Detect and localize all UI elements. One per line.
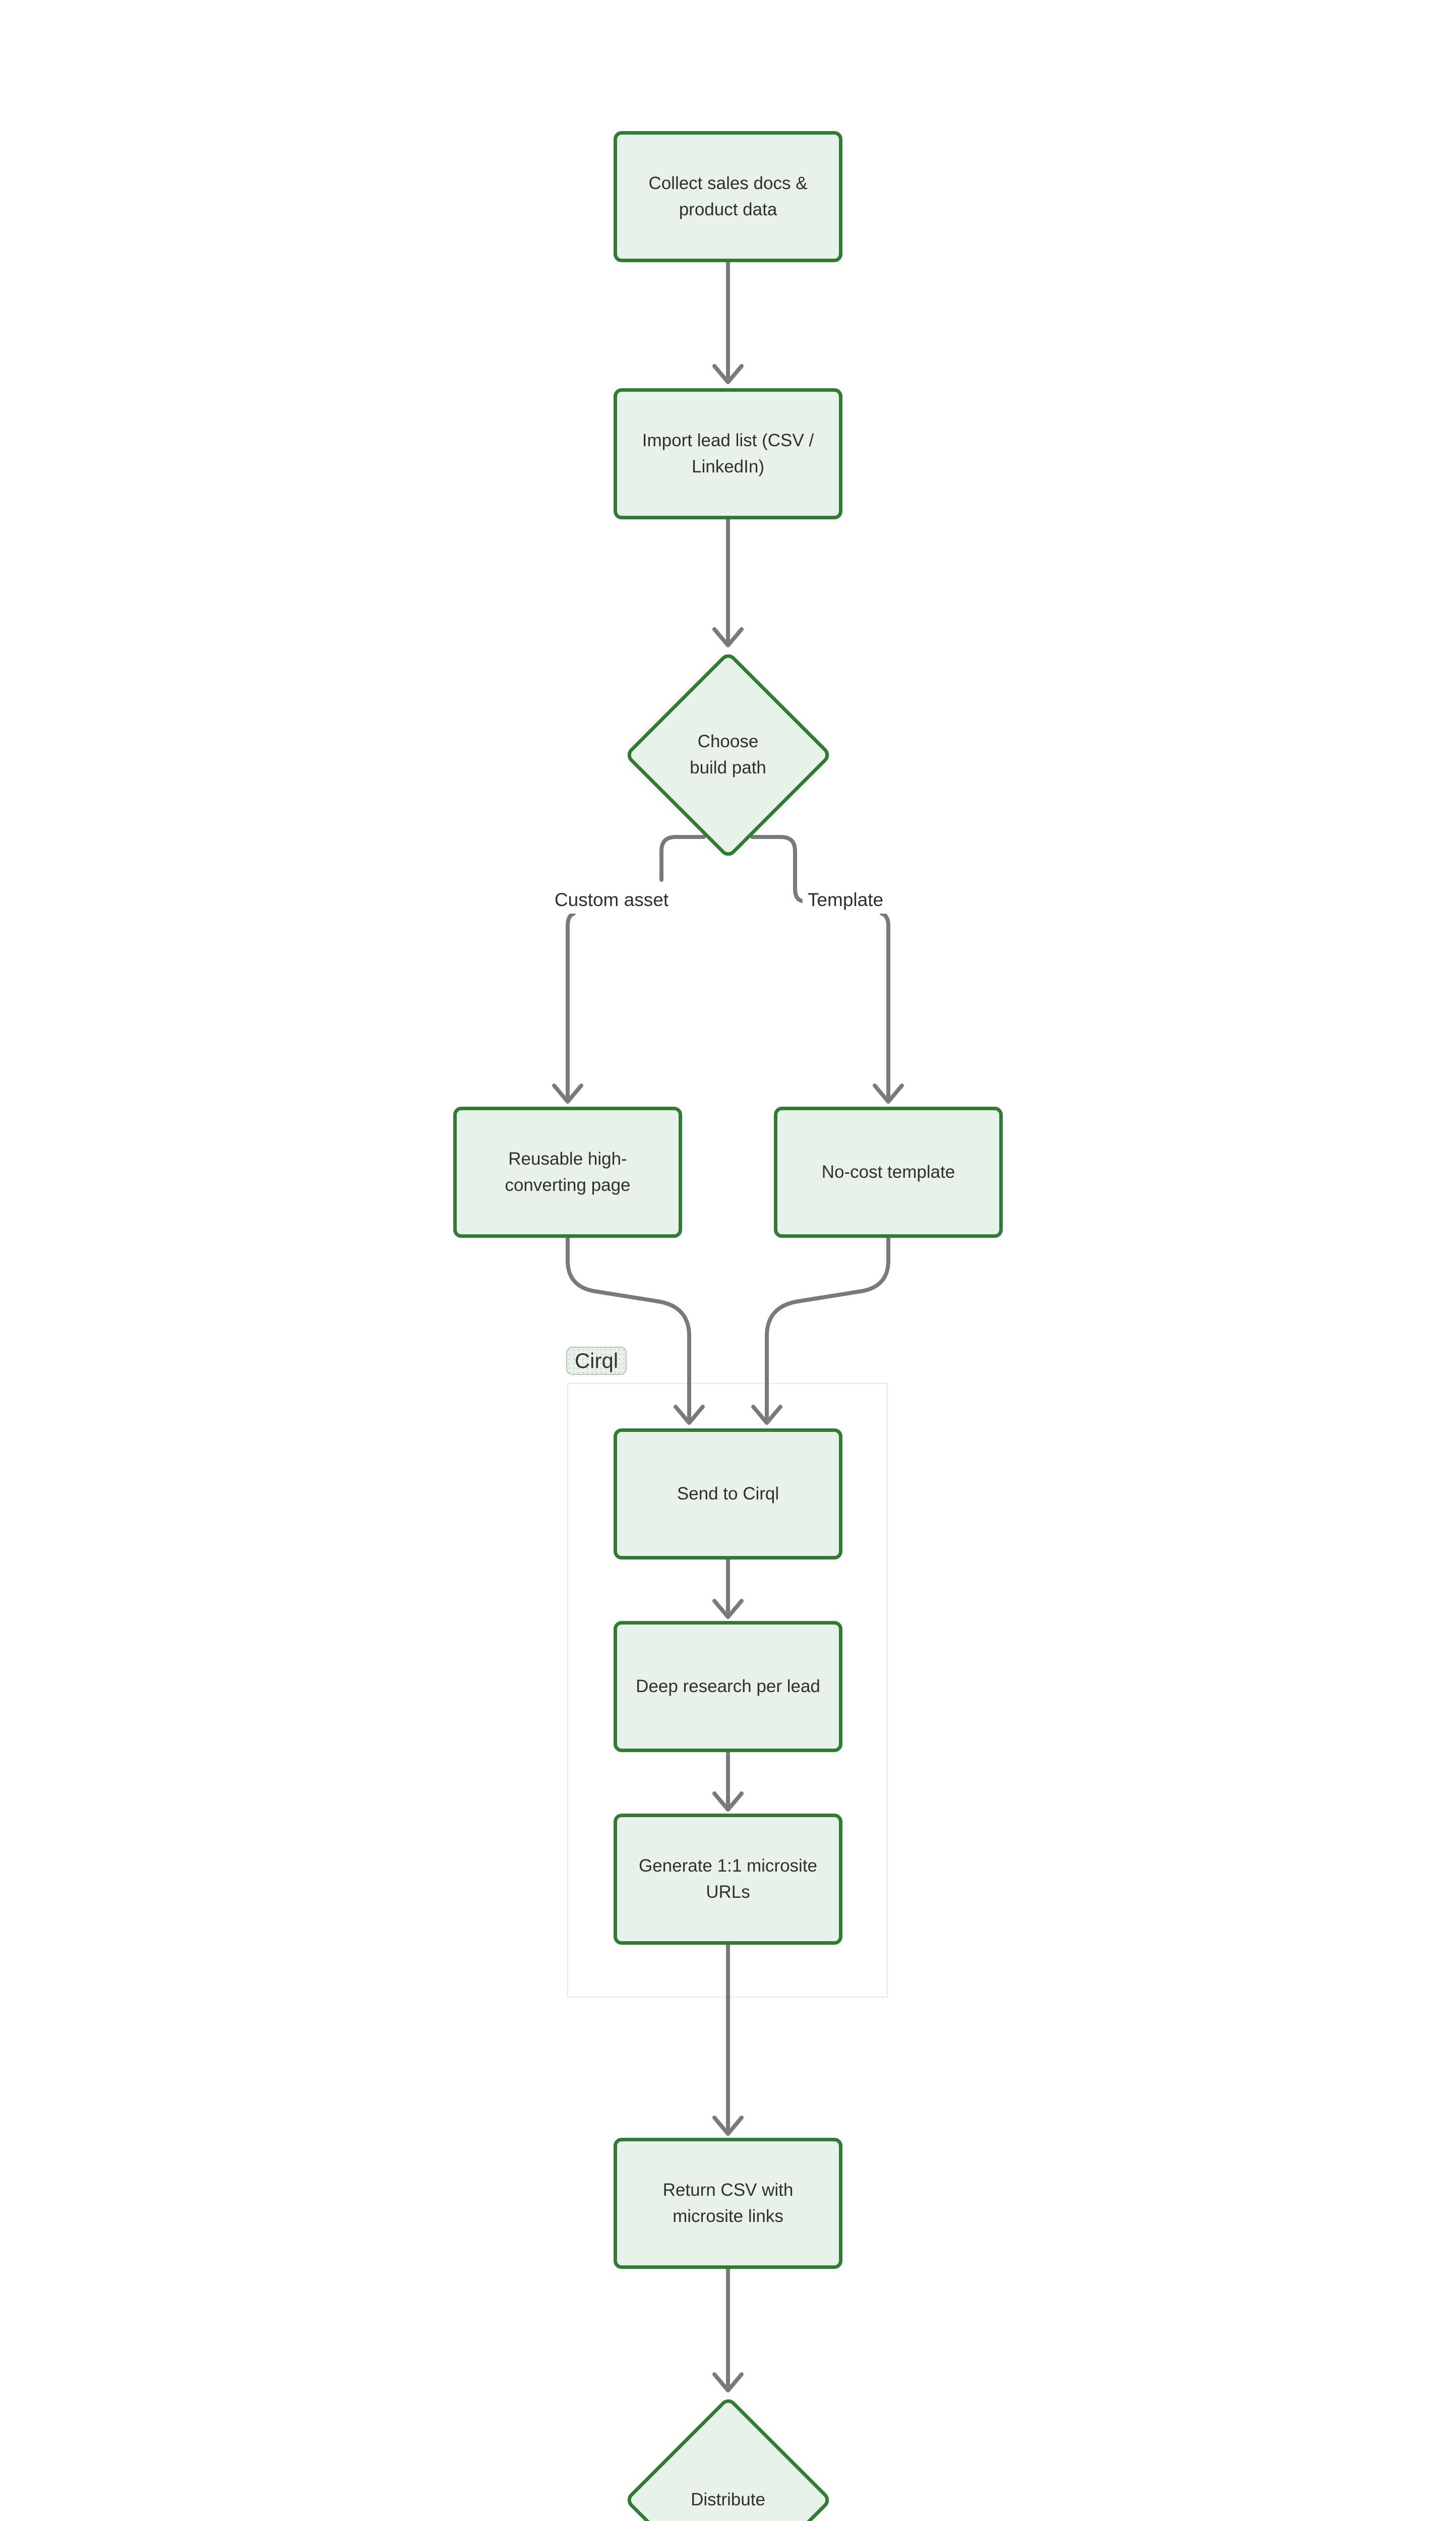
edge-import-to-choose	[712, 517, 744, 647]
node-return-csv: Return CSV with microsite links	[614, 2138, 842, 2269]
edge-generate-to-return	[712, 1943, 744, 2136]
node-label: Send to Cirql	[677, 1484, 779, 1504]
edge-choose-to-reusable	[552, 835, 706, 1104]
node-generate-microsite-urls: Generate 1:1 microsite URLs	[614, 1814, 842, 1945]
node-label: URLs	[706, 1882, 750, 1902]
edge-return-to-distribute	[712, 2267, 744, 2392]
node-label: Return CSV with	[662, 2180, 794, 2200]
node-deep-research: Deep research per lead	[614, 1621, 842, 1752]
edge-collect-to-import	[712, 260, 744, 384]
edge-nocost-to-send	[751, 1236, 890, 1425]
edge-label-template: Template	[802, 886, 889, 914]
edge-reusable-to-send	[566, 1236, 705, 1425]
edge-choose-to-nocost	[750, 835, 904, 1104]
cirql-group-label: Cirql	[566, 1347, 627, 1375]
node-label: Import lead list (CSV /	[642, 431, 814, 450]
node-label: Reusable high-	[508, 1149, 627, 1169]
node-reusable-page: Reusable high- converting page	[453, 1107, 682, 1238]
node-send-to-cirql: Send to Cirql	[614, 1428, 842, 1559]
edge-deep-to-generate	[712, 1750, 744, 1812]
cirql-group-label-text: Cirql	[574, 1349, 619, 1372]
decision-distribute-label: Distribute	[691, 2487, 765, 2513]
edge-send-to-deep	[712, 1557, 744, 1619]
node-label: converting page	[505, 1175, 631, 1195]
node-import-lead-list: Import lead list (CSV / LinkedIn)	[614, 388, 842, 519]
node-label: Choose	[697, 732, 759, 751]
node-no-cost-template: No-cost template	[774, 1107, 1003, 1238]
node-label: microsite links	[673, 2206, 783, 2226]
node-collect-sales-docs: Collect sales docs & product data	[614, 131, 842, 262]
decision-choose-build-path-label: Choose build path	[690, 729, 766, 781]
node-label: build path	[690, 758, 766, 777]
node-label: Collect sales docs &	[648, 173, 808, 193]
node-label: LinkedIn)	[692, 457, 764, 476]
node-label: Generate 1:1 microsite	[638, 1856, 818, 1876]
edge-label-custom-asset: Custom asset	[549, 886, 674, 914]
node-label: Deep research per lead	[636, 1676, 820, 1696]
node-label: No-cost template	[821, 1162, 955, 1182]
node-label: Distribute	[691, 2490, 765, 2509]
node-label: product data	[679, 200, 777, 219]
